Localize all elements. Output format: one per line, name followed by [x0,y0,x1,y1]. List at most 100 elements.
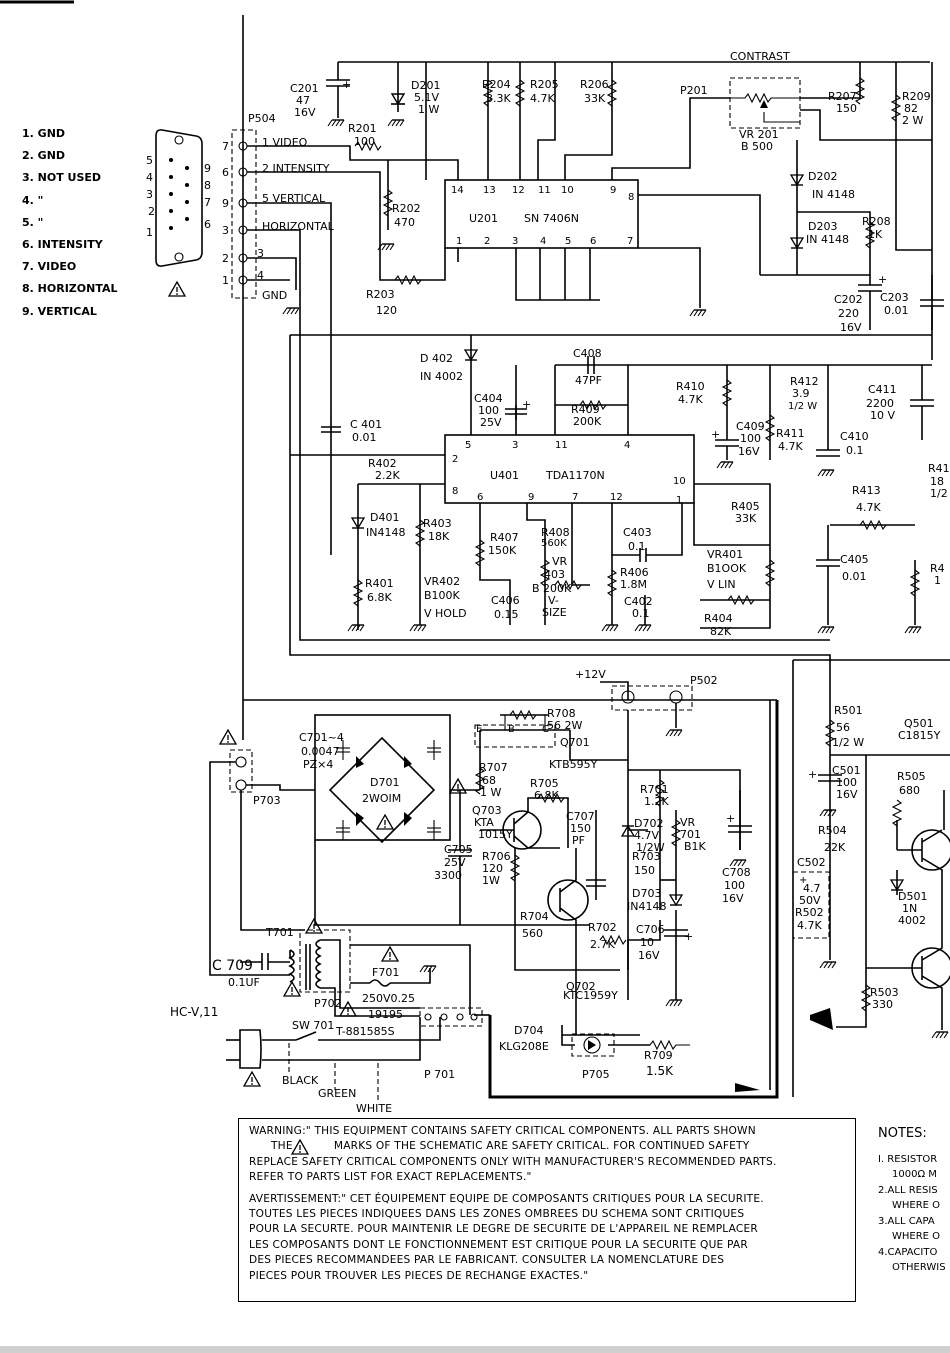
wire-green: GREEN [318,1087,356,1100]
pinout-item: 2. GND [22,149,66,163]
c408-value: 47PF [575,374,602,387]
r408-value: 560K [541,538,567,549]
vr201-label: VR 201 [739,128,779,141]
u201-pin: 12 [512,185,525,196]
q703-ref: Q703 [472,804,502,817]
note-line: 2.ALL RESIS [878,1184,938,1196]
bridge-area [314,714,451,841]
p705-label: P705 [582,1068,610,1081]
vr701-value: B1K [684,840,707,853]
t701-label: T701 [265,926,294,939]
c709-ref: C 709 [212,958,253,974]
d703-ref: D703 [632,887,661,900]
q501-ref: Q501 [904,717,934,730]
c706-value: 10 [640,936,654,949]
signal-gnd: GND [262,289,287,302]
c411-ref: C411 [868,383,897,396]
vr401-func: V LIN [707,578,736,591]
c402-value: 0.1 [632,607,650,620]
u401-pin: 4 [624,440,630,451]
u201-pin: 14 [451,185,464,196]
r505-ref: R505 [897,770,926,783]
safety-warning-icon [168,281,186,297]
signal-pin4: 4 [257,269,264,282]
vr401-ref: VR401 [707,548,743,561]
c701-ref: C701~4 [299,731,344,744]
r406-value: 1.8M [620,578,647,591]
r412-power: 1/2 W [788,401,817,412]
vr403-num: 403 [544,568,565,581]
u401-pin: 5 [465,440,471,451]
c201-ref: C201 [290,82,319,95]
cut-label: R4 [930,562,945,575]
c410-value: 0.1 [846,444,864,457]
d201-value: 5.1V [414,91,439,104]
d701-ref: D701 [370,776,399,789]
safety-warning-box: WARNING:" THIS EQUIPMENT CONTAINS SAFETY… [238,1118,856,1302]
plus12v-label: +12V [575,668,606,681]
r408-ref: R408 [541,526,570,539]
r403-ref: R403 [423,517,452,530]
pinout-item: 6. INTENSITY [22,237,103,251]
c501-ref: C501 [832,764,861,777]
notes-title: NOTES: [878,1126,927,1141]
c502-value: 4.7 [803,882,821,895]
r404-ref: R404 [704,612,733,625]
c403-ref: C403 [623,526,652,539]
c402-ref: C402 [624,595,653,608]
note-line: 4.CAPACITO [878,1246,938,1258]
r407-ref: R407 [490,531,519,544]
sw701-ref: SW 701 [292,1019,334,1032]
r502-ref: R502 [795,906,824,919]
scan-edge-strip [0,1346,950,1353]
r406-ref: R406 [620,566,649,579]
u401-pin: 1 [676,495,682,506]
vr402-ref: VR402 [424,575,460,588]
avertissement-line: POUR LA SECURTE. POUR MAINTENIR LE DEGRE… [249,1223,758,1236]
d704-part: KLG208E [499,1040,549,1053]
connector-pin-num: 9 [204,162,211,175]
r208-ref: R208 [862,215,891,228]
pinout-item: 3. NOT USED [22,171,102,185]
connector-pinout-list: 1. GND 2. GND 3. NOT USED 4. " 5. " 6. I… [22,127,118,327]
vr403-size: SIZE [542,606,567,619]
u401-pin: 9 [528,492,534,503]
u401-pin: 8 [452,486,458,497]
note-line: WHERE O [892,1231,941,1242]
r208-value: 1K [868,228,883,241]
c410-ref: C410 [840,430,869,443]
c404-voltage: 25V [480,416,502,429]
u401-vertical-ic: U401 TDA1170N 5 3 11 4 2 8 10 1 6 9 7 12 [444,434,695,506]
r209-value: 82 [904,102,918,115]
r411-value: 4.7K [778,440,803,453]
safety-warning-icon [243,1071,261,1087]
r402-ref: R402 [368,457,397,470]
r703-ref: R703 [632,850,661,863]
c406-ref: C406 [491,594,520,607]
r412-value: 3.9 [792,387,810,400]
d702-power: 1/2W [636,841,665,854]
vr201-value: B 500 [741,140,773,153]
r205-ref: R205 [530,78,559,91]
c401-ref: C 401 [350,418,382,431]
pinout-item: 9. VERTICAL [22,304,97,318]
r502-value: 4.7K [797,919,822,932]
q703-part: 1015Y [478,828,513,841]
r704-ref: R704 [520,910,549,923]
r701-ref: R701 [640,783,669,796]
c203-value: 0.01 [884,304,909,317]
cut-label: 1/2 [930,487,948,500]
connector-pin-num: 8 [204,179,211,192]
p701-label: P 701 [424,1068,455,1081]
r702-ref: R702 [588,921,617,934]
u401-pin: 3 [512,440,518,451]
u401-pin: 10 [673,476,686,487]
d401-ref: D401 [370,511,399,524]
pinout-item: 1. GND [22,127,66,140]
r209-power: 2 W [902,114,923,127]
vr402-value: B100K [424,589,461,602]
p504-pin: 2 [222,252,229,265]
u201-pin: 11 [538,185,551,196]
vr701-num: 701 [680,828,701,841]
note-line: 3.ALL CAPA [878,1215,935,1227]
